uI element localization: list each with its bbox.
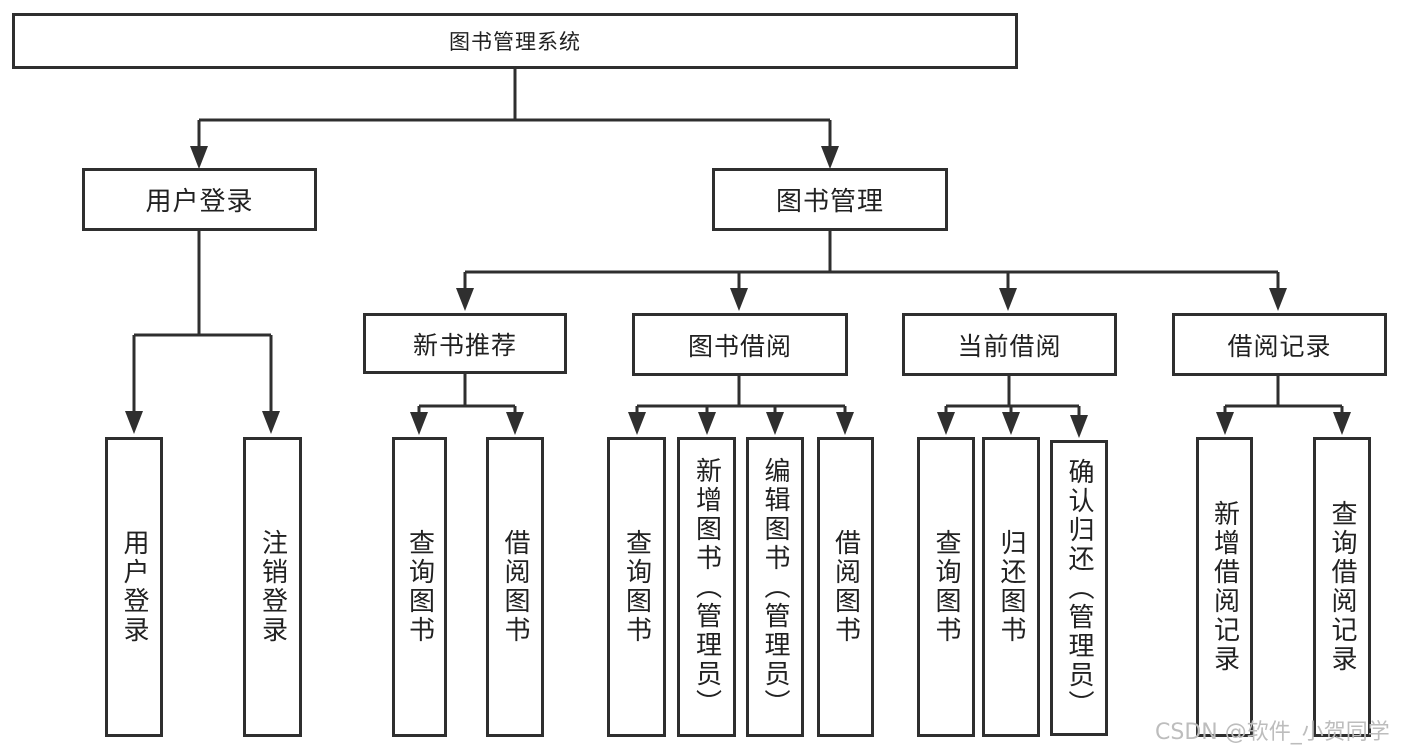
node-label: 查询图书 [621,529,652,645]
leaf-return-books: 归还图书 [982,437,1040,737]
node-label: 新增图书（管理员） [691,456,722,718]
leaf-confirm-return-admin: 确认归还（管理员） [1050,440,1108,736]
node-label: 注销登录 [257,529,288,645]
node-label: 当前借阅 [957,331,1062,361]
leaf-logout: 注销登录 [243,437,302,737]
node-label: 查询借阅记录 [1327,500,1357,674]
node-label: 查询图书 [404,529,435,645]
node-new-book-recommend: 新书推荐 [363,313,567,374]
leaf-borrow-books: 借阅图书 [817,437,874,737]
node-label: 图书借阅 [687,331,792,361]
node-user-login: 用户登录 [82,168,317,231]
node-book-borrowing: 图书借阅 [632,313,848,376]
node-label: 确认归还（管理员） [1064,457,1094,719]
node-label: 用户登录 [119,529,149,645]
leaf-user-login: 用户登录 [105,437,163,737]
leaf-query-books-borrowing: 查询图书 [607,437,666,737]
node-label: 归还图书 [996,529,1026,645]
node-label: 借阅记录 [1227,331,1332,361]
node-borrowing-records: 借阅记录 [1172,313,1387,376]
node-label: 图书管理系统 [449,30,581,54]
leaf-query-books-recommend: 查询图书 [392,437,447,737]
node-library-system: 图书管理系统 [12,13,1018,69]
leaf-query-books-current: 查询图书 [917,437,975,737]
node-label: 用户登录 [145,187,254,217]
node-label: 新书推荐 [412,330,517,360]
node-label: 图书管理 [775,187,884,217]
node-label: 借阅图书 [500,529,530,645]
node-book-management: 图书管理 [712,168,948,231]
watermark: CSDN @软件_小贺同学 [1155,720,1390,745]
leaf-add-books-admin: 新增图书（管理员） [677,437,736,737]
node-label: 新增借阅记录 [1209,500,1240,674]
leaf-borrow-books-recommend: 借阅图书 [486,437,544,737]
node-label: 查询图书 [931,529,961,645]
node-current-borrowing: 当前借阅 [902,313,1117,376]
leaf-query-borrow-record: 查询借阅记录 [1313,437,1371,737]
node-label: 借阅图书 [830,529,861,645]
leaf-edit-books-admin: 编辑图书（管理员） [746,437,804,737]
leaf-add-borrow-record: 新增借阅记录 [1196,437,1253,737]
node-label: 编辑图书（管理员） [760,456,790,718]
